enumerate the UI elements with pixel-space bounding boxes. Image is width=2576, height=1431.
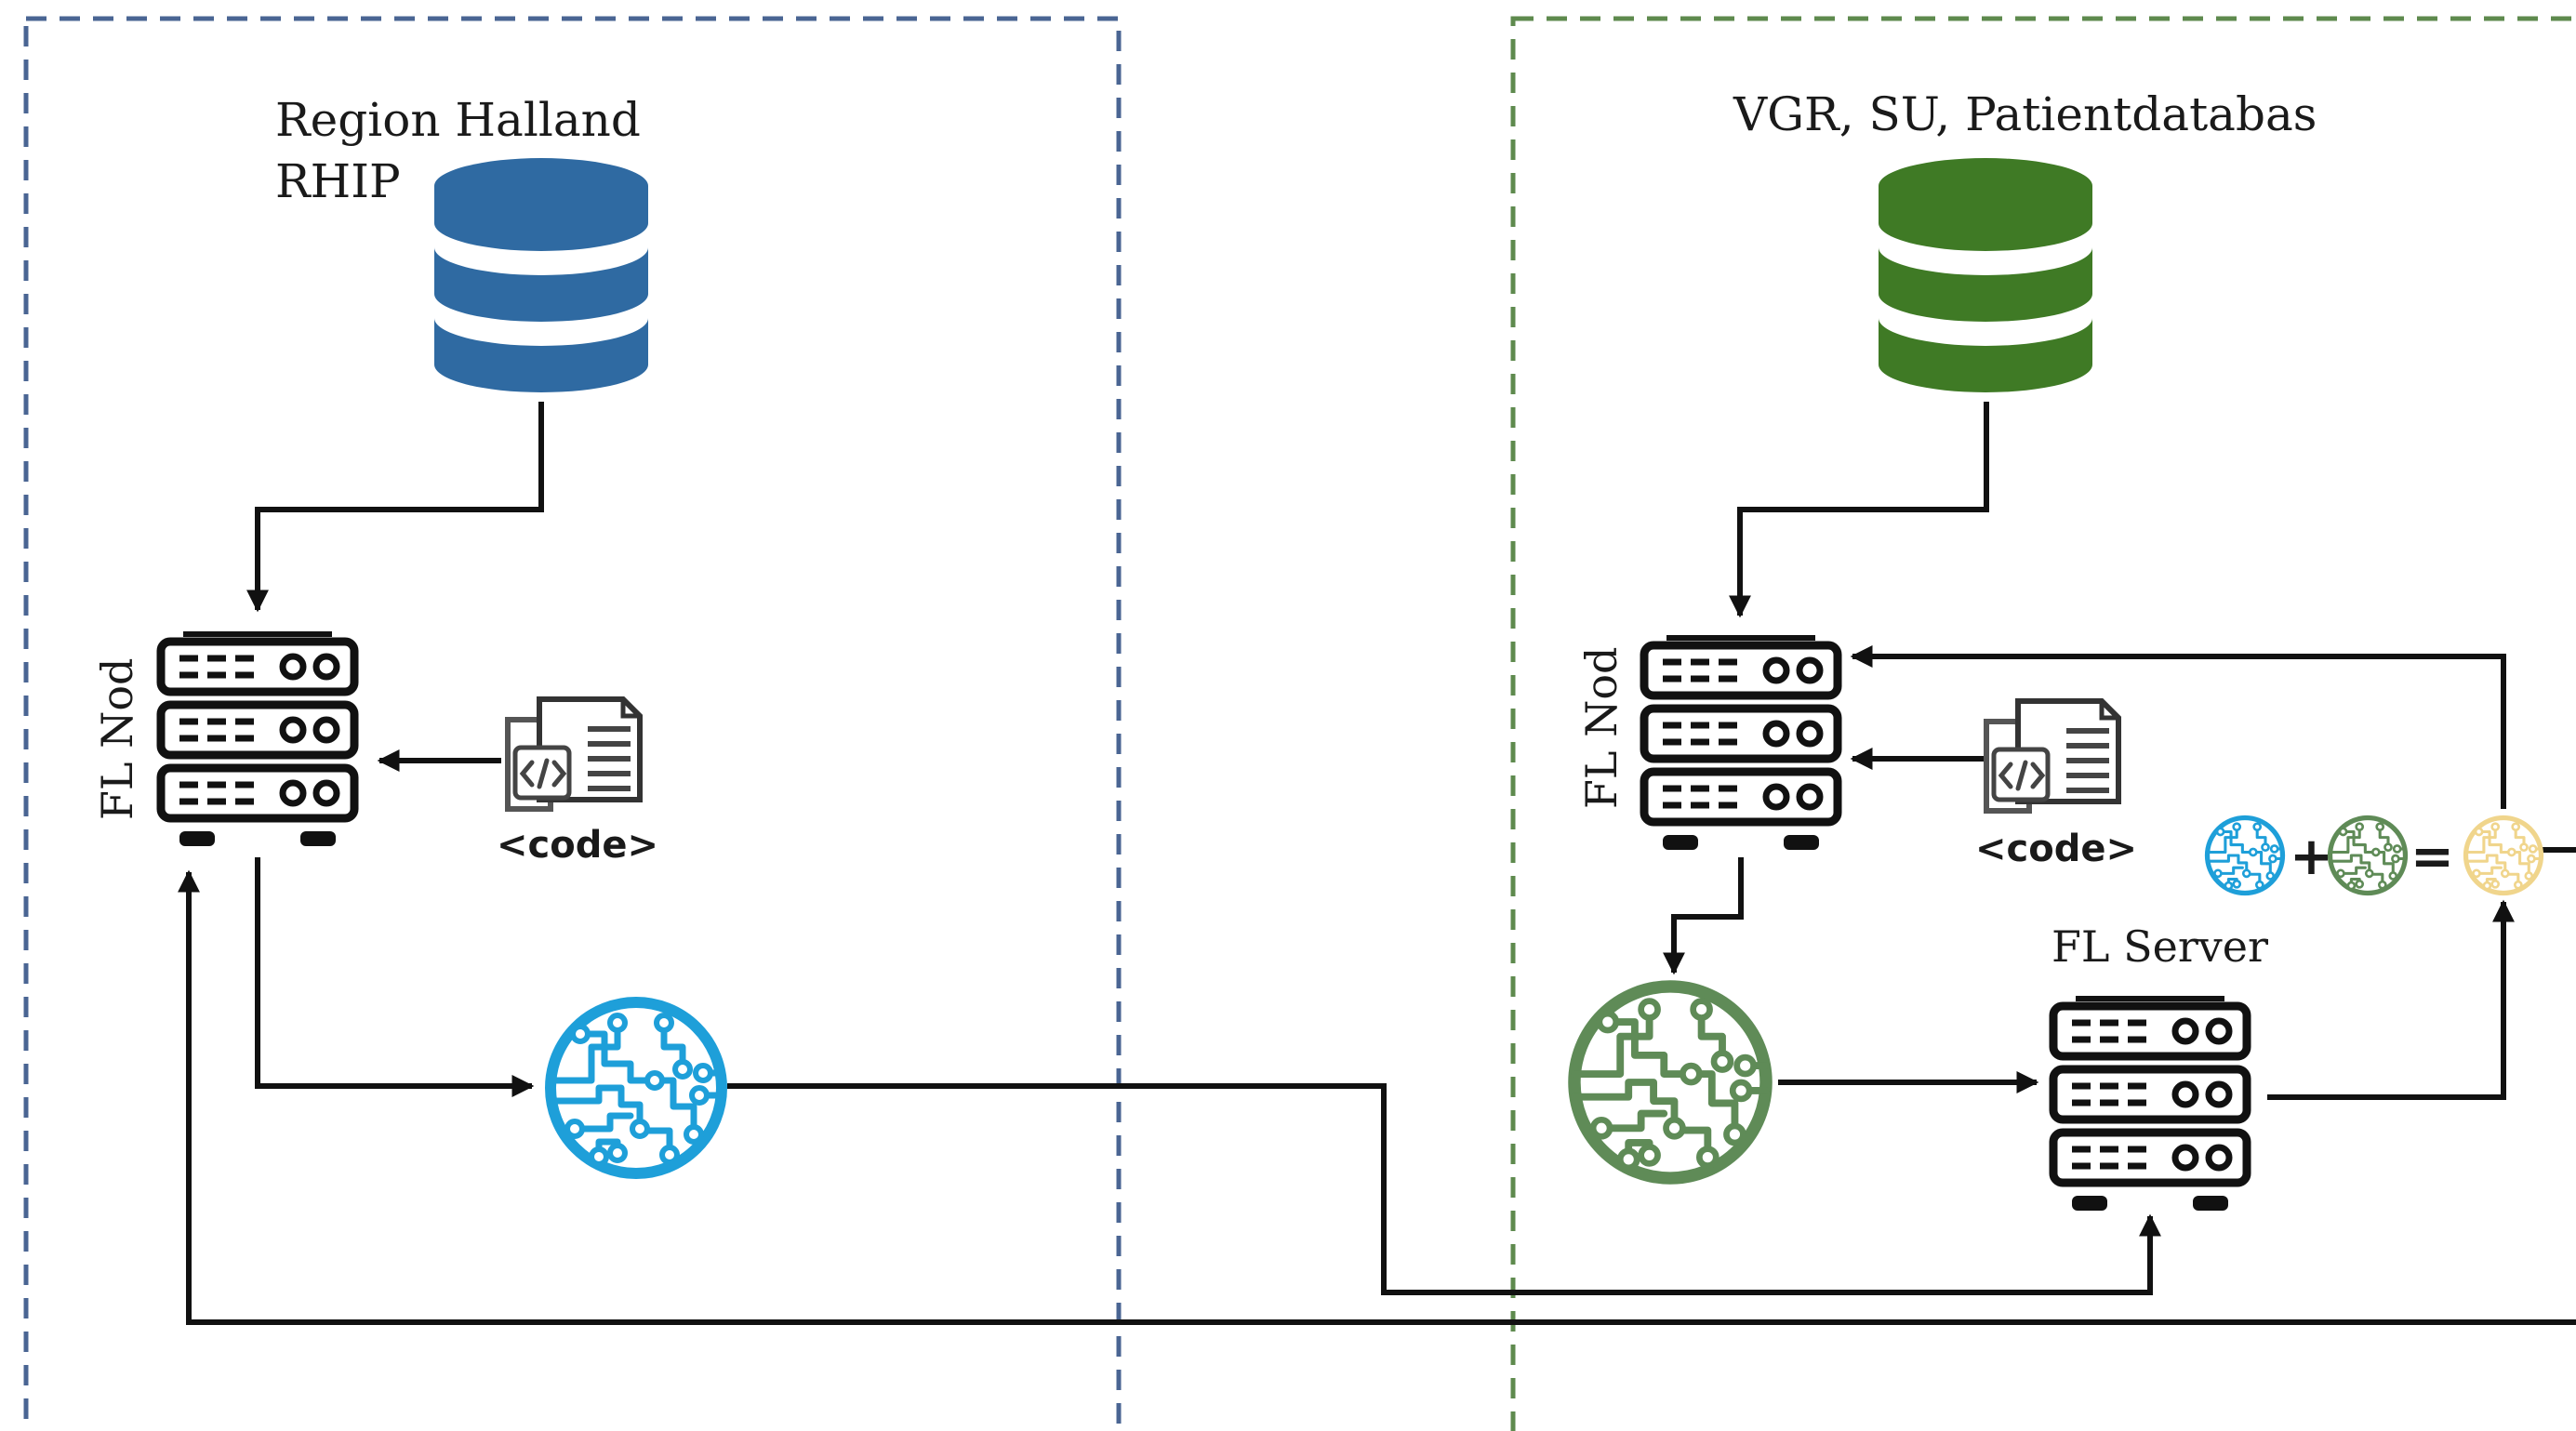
right-code-label: <code> — [1975, 828, 2137, 870]
aggregate-model-result-icon — [2466, 818, 2542, 894]
database-icon — [434, 158, 648, 392]
fl-node-right-server-icon — [1644, 638, 1838, 850]
right-model-icon — [1574, 987, 1766, 1178]
region-halland-border — [23, 16, 1122, 1431]
fl-server-label: FL Server — [2052, 921, 2268, 972]
fl-server-icon — [2053, 999, 2247, 1211]
left-region-title-line1: Region Halland — [275, 93, 641, 147]
left-model-icon — [551, 1002, 722, 1173]
equals-sign: = — [2410, 827, 2454, 887]
aggregate-model-a-icon — [2208, 818, 2283, 894]
left-fl-node-label: FL Nod — [92, 658, 142, 820]
code-file-icon — [508, 699, 640, 809]
code-file-icon — [1986, 701, 2118, 811]
fl-node-left-server-icon — [161, 634, 354, 846]
aggregate-model-b-icon — [2330, 818, 2406, 894]
left-region-title-line2: RHIP — [275, 154, 401, 208]
left-code-label: <code> — [497, 824, 658, 867]
database-icon — [1879, 158, 2092, 392]
right-region-title: VGR, SU, Patientdatabas — [1733, 87, 2317, 141]
plus-sign: + — [2290, 827, 2333, 887]
right-fl-node-label: FL Nod — [1576, 647, 1627, 809]
connectors — [178, 402, 2576, 1325]
